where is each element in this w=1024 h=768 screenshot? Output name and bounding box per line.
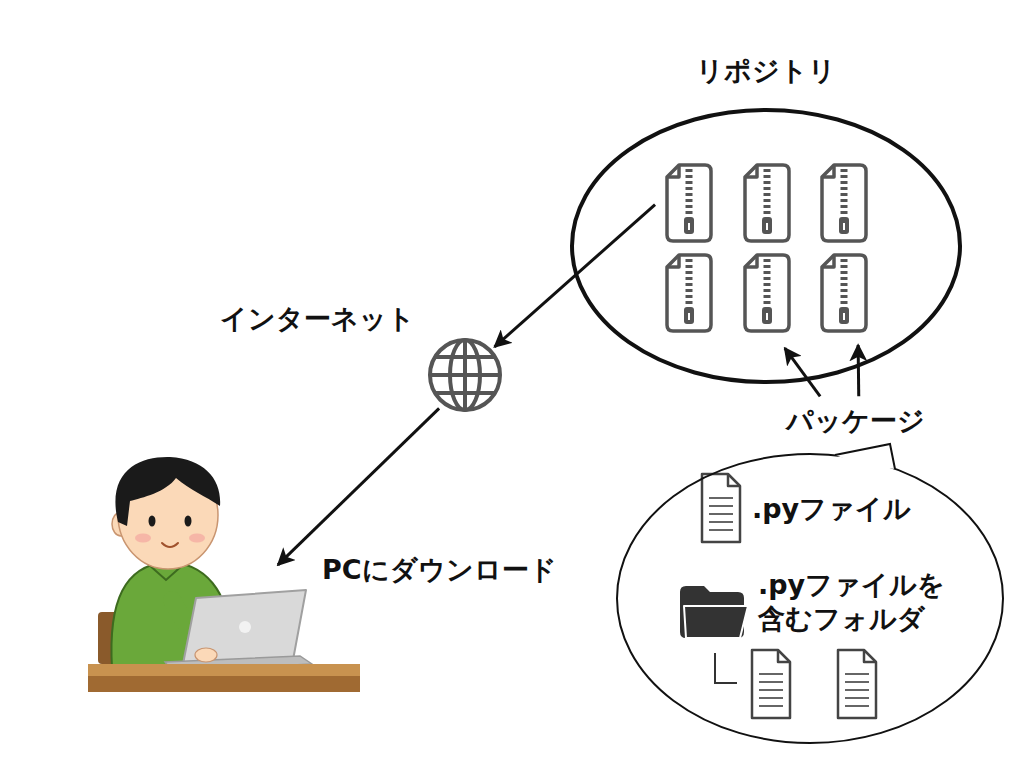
package-bubble: パッケージ.pyファイル.pyファイルを 含むフォルダ bbox=[615, 452, 1005, 745]
item-label: .pyファイル bbox=[748, 488, 916, 530]
package-label: パッケージ bbox=[786, 404, 925, 438]
repository-outline bbox=[570, 108, 962, 384]
person-illustration bbox=[88, 457, 360, 692]
globe-icon bbox=[430, 340, 500, 410]
folder-icon bbox=[680, 586, 748, 638]
zip-icon bbox=[822, 165, 866, 241]
bubble-tail bbox=[835, 444, 895, 469]
download-label: PCにダウンロード bbox=[322, 553, 557, 587]
file-icon bbox=[838, 650, 876, 718]
internet-globe: インターネット bbox=[428, 338, 502, 412]
repository-label: リポジトリ bbox=[570, 54, 962, 88]
file-icon bbox=[702, 474, 740, 542]
zip-icon bbox=[822, 255, 866, 331]
py-folder-item: .pyファイルを 含むフォルダ bbox=[754, 564, 982, 640]
item-label: .pyファイルを 含むフォルダ bbox=[754, 564, 982, 640]
ellipse-outline bbox=[617, 454, 1003, 743]
arrow-connector bbox=[785, 348, 820, 396]
pc-user: PCにダウンロード bbox=[85, 450, 365, 695]
file-icon bbox=[752, 650, 790, 718]
zip-icon bbox=[667, 255, 711, 331]
bubble-tail-cover bbox=[835, 444, 895, 469]
py-file-item: .pyファイル bbox=[748, 488, 916, 530]
internet-label: インターネット bbox=[220, 302, 415, 336]
arrow-connector bbox=[857, 345, 861, 396]
zip-icon bbox=[745, 165, 789, 241]
tree-bracket bbox=[715, 653, 737, 683]
repository-ellipse: リポジトリ bbox=[570, 108, 962, 384]
zip-icon bbox=[667, 165, 711, 241]
zip-icons bbox=[667, 165, 866, 331]
ellipse-outline bbox=[572, 110, 960, 382]
arrow-connector bbox=[278, 408, 439, 565]
zip-icon bbox=[745, 255, 789, 331]
